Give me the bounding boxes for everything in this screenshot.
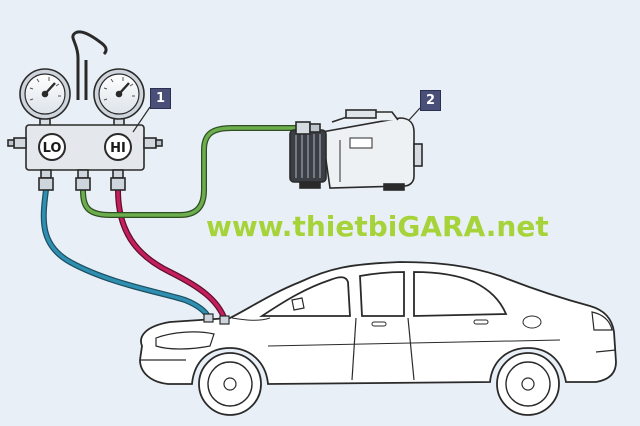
car-front-wheel — [198, 352, 262, 416]
hi-valve-label: HI — [110, 141, 126, 156]
car-front-window — [359, 271, 405, 317]
hoses — [40, 125, 301, 323]
callout-1: 1 — [150, 88, 171, 109]
car-rear-wheel — [496, 352, 560, 416]
callout-2: 2 — [420, 90, 441, 111]
manifold-fittings — [38, 169, 126, 191]
hose-couplers — [203, 313, 230, 325]
lo-valve-label: LO — [43, 141, 62, 156]
vacuum-pump-icon — [289, 109, 423, 191]
car-rear-window — [413, 271, 508, 317]
pump-motor — [321, 117, 415, 189]
car-windshield — [259, 276, 351, 317]
callout-1-leader — [132, 106, 151, 133]
hi-gauge — [93, 68, 145, 120]
lo-gauge — [19, 68, 71, 120]
manifold-hook — [71, 30, 108, 100]
watermark-text: www.thietbiGARA.net — [206, 210, 549, 243]
gauge-manifold-icon — [7, 30, 163, 191]
car-sedan-icon — [139, 261, 617, 416]
